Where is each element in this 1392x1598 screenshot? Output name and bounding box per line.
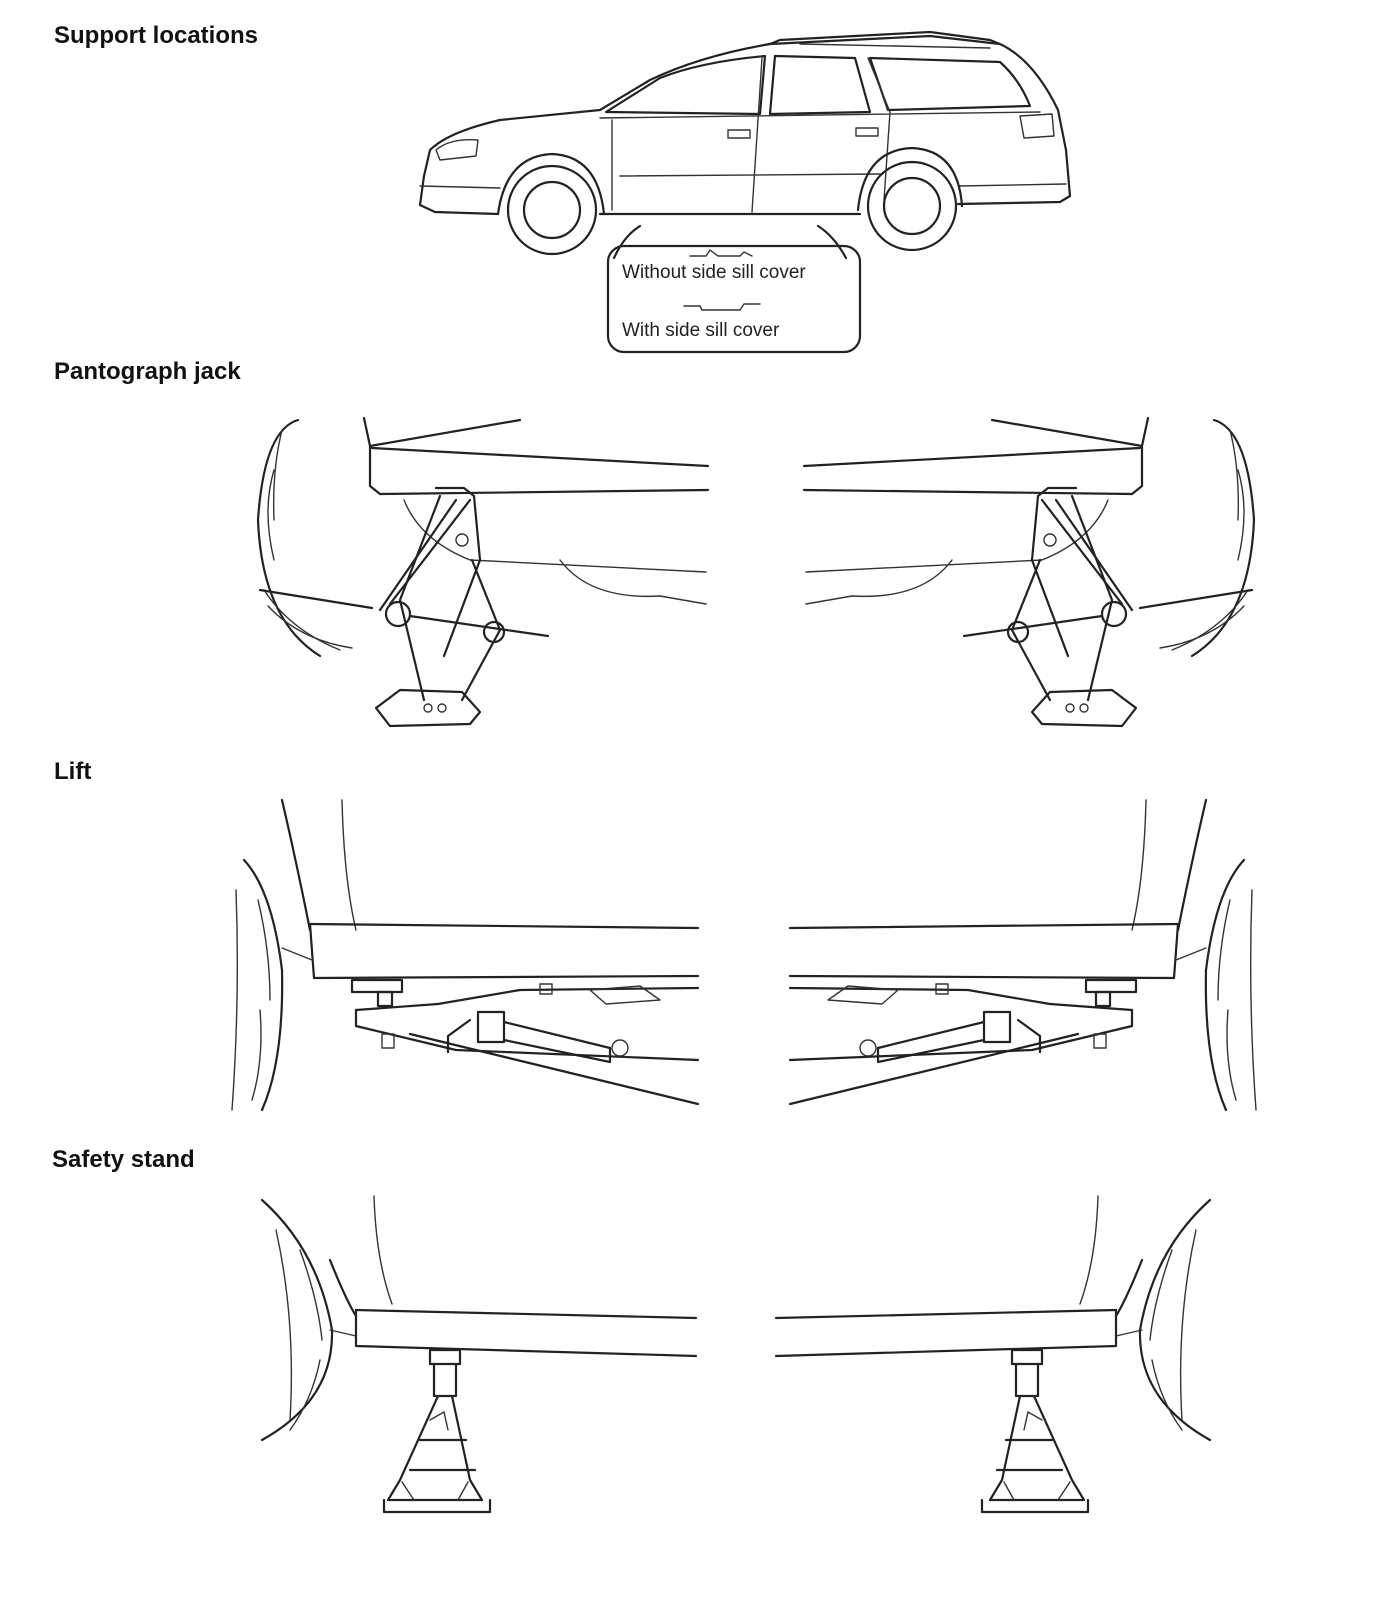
- heading-lift: Lift: [54, 758, 92, 785]
- lift-arm-right: [788, 798, 1258, 1112]
- pantograph-jack-right: [802, 416, 1256, 728]
- safety-stand-right: [774, 1194, 1212, 1514]
- safety-stand-left: [260, 1195, 698, 1514]
- lift-arm-left: [231, 798, 700, 1112]
- heading-support-locations: Support locations: [54, 22, 258, 49]
- callout-with-cover: With side sill cover: [622, 320, 780, 341]
- callout-without-cover: Without side sill cover: [622, 262, 806, 283]
- heading-safety-stand: Safety stand: [52, 1146, 195, 1173]
- car-side-view: [418, 30, 1072, 256]
- support-callout: Without side sill cover With side sill c…: [606, 224, 862, 354]
- heading-pantograph-jack: Pantograph jack: [54, 358, 241, 385]
- pantograph-jack-left: [256, 416, 710, 728]
